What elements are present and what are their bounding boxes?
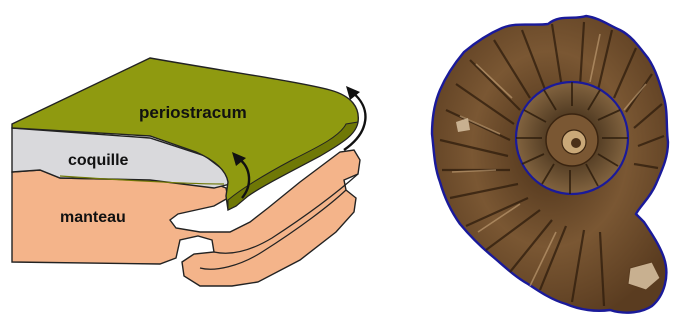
label-periostracum: periostracum: [139, 103, 247, 122]
ammonite-core-dot: [571, 138, 581, 148]
ammonite-fossil-image: [432, 16, 668, 313]
label-coquille: coquille: [68, 152, 129, 169]
label-manteau: manteau: [60, 209, 126, 226]
mantle-diagram: periostracum coquille manteau: [12, 58, 365, 286]
